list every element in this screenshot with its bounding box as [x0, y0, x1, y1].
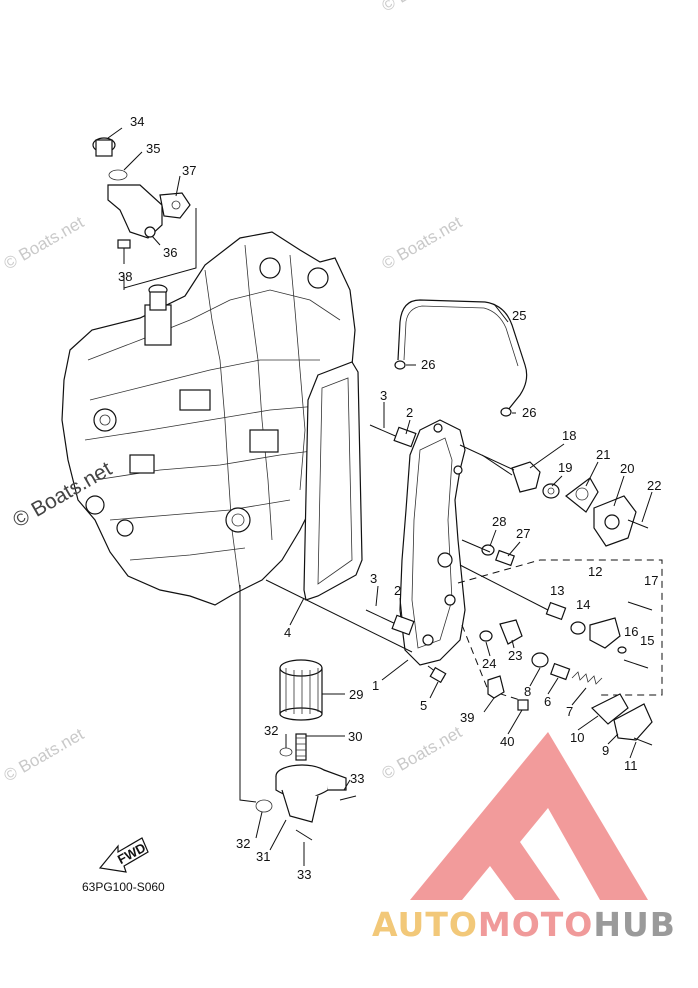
callout: 37 — [182, 163, 196, 178]
callout: 2 — [406, 405, 413, 420]
svg-text:AUTOMOTOHUB: AUTOMOTOHUB — [372, 905, 676, 944]
engine-block — [61, 231, 356, 606]
callout: 5 — [420, 698, 427, 713]
callout: 19 — [558, 460, 572, 475]
leader-lines — [107, 127, 653, 866]
callout: 9 — [602, 743, 609, 758]
callout: 20 — [620, 461, 634, 476]
washer-28 — [481, 544, 495, 556]
callout: 21 — [596, 447, 610, 462]
callout: 33 — [297, 867, 311, 882]
filter-housing-parts — [255, 733, 357, 841]
callout: 16 — [624, 624, 638, 639]
callout: 7 — [566, 704, 573, 719]
watermark: © Boats.net — [379, 722, 466, 783]
callout: 3 — [370, 571, 377, 586]
callout: 38 — [118, 269, 132, 284]
plug-27 — [495, 549, 515, 567]
bracket-39 — [487, 675, 505, 699]
thermostat-housing-parts — [92, 137, 191, 262]
callout: 26 — [522, 405, 536, 420]
callout: 33 — [350, 771, 364, 786]
callout: 24 — [482, 656, 496, 671]
callout: 28 — [492, 514, 506, 529]
callout: 6 — [544, 694, 551, 709]
svg-text:FWD: FWD — [115, 840, 148, 867]
callout: 10 — [570, 730, 584, 745]
callout: 14 — [576, 597, 590, 612]
brand-logo: AUTOMOTOHUB — [372, 732, 676, 944]
watermark: © Boats.net — [379, 212, 466, 273]
callout: 15 — [640, 633, 654, 648]
bolt-40 — [517, 699, 529, 711]
sender-parts — [481, 454, 649, 547]
callout: 2 — [394, 583, 401, 598]
callout: 26 — [421, 357, 435, 372]
callout: 18 — [562, 428, 576, 443]
callout: 35 — [146, 141, 160, 156]
callout: 17 — [644, 573, 658, 588]
watermark: © Boats.net — [1, 212, 88, 273]
callout: 27 — [516, 526, 530, 541]
oil-filter-29 — [279, 659, 323, 721]
relief-valve-parts — [531, 652, 653, 746]
callout: 34 — [130, 114, 144, 129]
callout: 32 — [236, 836, 250, 851]
callout: 29 — [349, 687, 363, 702]
callout: 8 — [524, 684, 531, 699]
brand-triangle-icon — [410, 732, 648, 900]
callout: 23 — [508, 648, 522, 663]
callout: 4 — [284, 625, 291, 640]
watermark: © Boats.net — [1, 724, 88, 785]
clamp-26b — [500, 407, 512, 417]
fwd-arrow: FWD — [98, 837, 149, 873]
gasket-4 — [303, 361, 363, 601]
hose-25 — [397, 299, 528, 411]
callout: 36 — [163, 245, 177, 260]
clamp-26a — [394, 360, 406, 370]
callout: 3 — [380, 388, 387, 403]
callout: 32 — [264, 723, 278, 738]
callout: 13 — [550, 583, 564, 598]
callout: 1 — [372, 678, 379, 693]
watermark: © Boats.net — [379, 0, 466, 15]
callout: 40 — [500, 734, 514, 749]
dashed-box-12 — [457, 559, 663, 696]
callout: 30 — [348, 729, 362, 744]
callout: 25 — [512, 308, 526, 323]
callouts: 34 35 37 36 38 25 26 26 3 2 18 19 21 20 … — [118, 114, 661, 882]
callout: 22 — [647, 478, 661, 493]
callout: 39 — [460, 710, 474, 725]
callout: 31 — [256, 849, 270, 864]
valve-parts-12 — [545, 601, 653, 669]
callout: 11 — [624, 758, 638, 773]
diagram-code: 63PG100-S060 — [82, 880, 165, 894]
callout: 12 — [588, 564, 602, 579]
